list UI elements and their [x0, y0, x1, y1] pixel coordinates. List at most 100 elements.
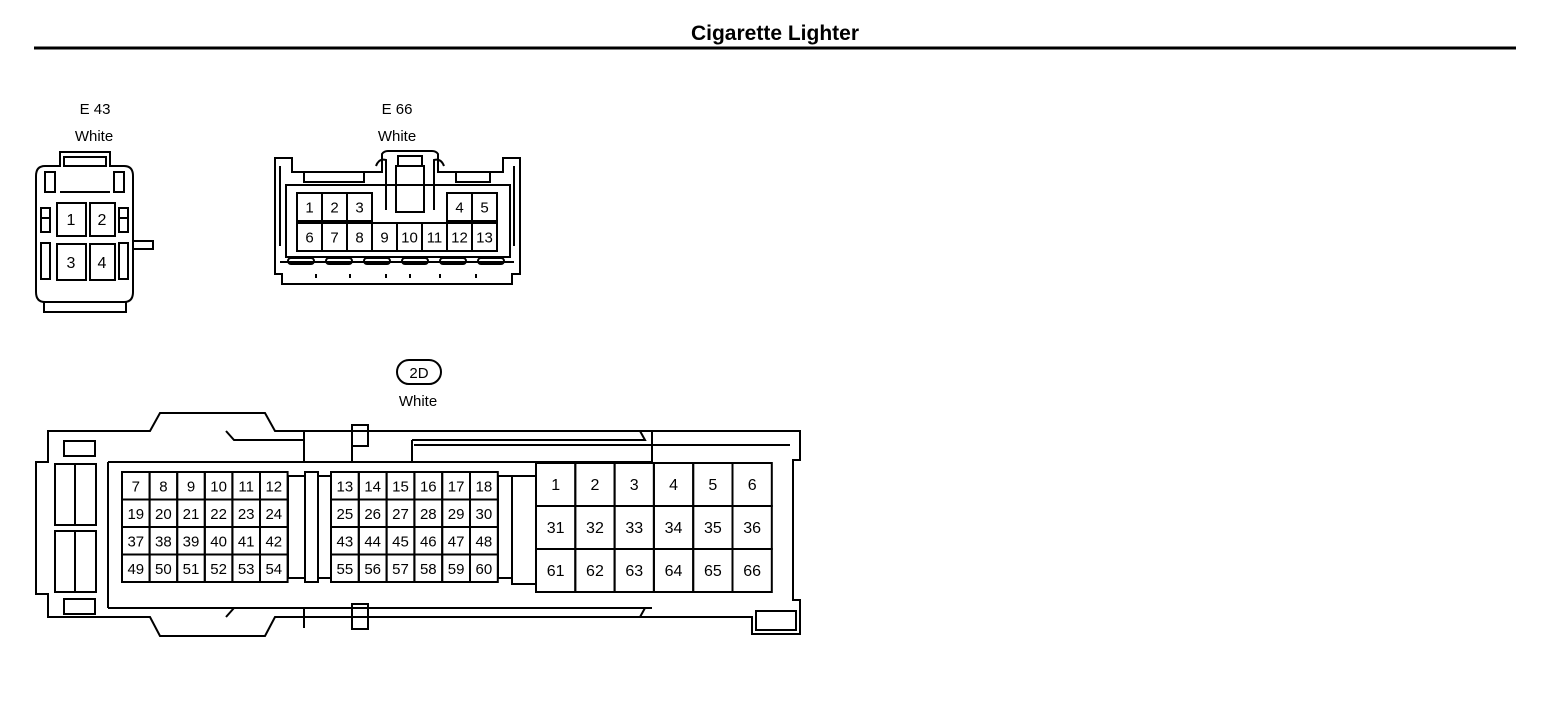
pin-label: 12 [265, 478, 282, 495]
pin-cell [471, 222, 498, 252]
pin-cell [259, 553, 289, 583]
pin-label: 35 [704, 520, 722, 537]
pin-label: 33 [625, 520, 643, 537]
pin-label: 13 [476, 230, 493, 247]
pin-label: 53 [238, 561, 255, 578]
pin-label: 4 [455, 200, 463, 217]
pin-label: 24 [265, 506, 282, 523]
connector-e43-housing [35, 151, 154, 313]
pin-label: 8 [355, 230, 363, 247]
pin-label: 32 [586, 520, 604, 537]
pin-label: 9 [187, 478, 195, 495]
pin-label: 4 [98, 255, 107, 272]
pin-label: 30 [476, 506, 493, 523]
pin-label: 6 [748, 477, 757, 494]
pin-label: 60 [476, 561, 493, 578]
pin-label: 40 [210, 533, 227, 550]
pin-label: 6 [305, 230, 313, 247]
pin-label: 42 [265, 533, 282, 550]
pin-label: 55 [337, 561, 354, 578]
pin-label: 51 [183, 561, 200, 578]
pin-label: 1 [67, 212, 76, 229]
pin-label: 10 [401, 230, 418, 247]
pin-label: 16 [420, 478, 437, 495]
connector-e43: E 43 White 1 2 3 4 [35, 101, 154, 313]
pin-label: 3 [67, 255, 76, 272]
pin-label: 61 [547, 563, 565, 580]
connector-2d-id: 2D [409, 365, 428, 382]
pin-label: 4 [669, 477, 678, 494]
pin-label: 11 [427, 230, 443, 247]
pin-label: 29 [448, 506, 465, 523]
e43-pin-cell [56, 202, 87, 237]
pin-label: 14 [364, 478, 381, 495]
pin-cell [346, 192, 373, 222]
connector-e66-color: White [378, 128, 416, 145]
pin-label: 57 [392, 561, 409, 578]
pin-label: 38 [155, 533, 172, 550]
pin-label: 39 [183, 533, 200, 550]
pin-label: 10 [210, 478, 227, 495]
pin-label: 56 [364, 561, 381, 578]
pin-label: 22 [210, 506, 227, 523]
pin-label: 18 [476, 478, 493, 495]
pin-label: 19 [127, 506, 144, 523]
connector-e66-housing [274, 150, 521, 285]
pin-label: 48 [476, 533, 493, 550]
pin-label: 54 [265, 561, 282, 578]
pin-label: 2 [98, 212, 107, 229]
pin-cell [469, 553, 499, 583]
pin-cell [731, 548, 773, 593]
pin-label: 5 [480, 200, 488, 217]
e43-pin-cell [56, 243, 87, 281]
connector-2d-housing [35, 412, 801, 637]
pin-label: 11 [238, 478, 254, 495]
pin-label: 7 [330, 230, 338, 247]
pin-label: 2 [590, 477, 599, 494]
pin-label: 44 [364, 533, 381, 550]
pin-label: 1 [551, 477, 560, 494]
pin-label: 27 [392, 506, 409, 523]
pin-label: 8 [159, 478, 167, 495]
pin-label: 13 [337, 478, 354, 495]
pin-label: 41 [238, 533, 255, 550]
pin-label: 50 [155, 561, 172, 578]
pin-label: 59 [448, 561, 465, 578]
pin-label: 58 [420, 561, 437, 578]
pin-label: 31 [547, 520, 565, 537]
pin-label: 5 [708, 477, 717, 494]
pin-label: 3 [355, 200, 363, 217]
pin-label: 17 [448, 478, 465, 495]
pin-label: 63 [625, 563, 643, 580]
pin-label: 36 [743, 520, 761, 537]
e43-pin-cell [89, 202, 116, 237]
pin-label: 12 [451, 230, 468, 247]
pin-label: 15 [392, 478, 409, 495]
pin-label: 49 [127, 561, 144, 578]
pin-label: 25 [337, 506, 354, 523]
page-title: Cigarette Lighter [691, 22, 859, 45]
pin-label: 28 [420, 506, 437, 523]
pin-label: 7 [132, 478, 140, 495]
pin-label: 34 [665, 520, 683, 537]
pin-label: 21 [183, 506, 200, 523]
pin-label: 65 [704, 563, 722, 580]
pin-label: 1 [305, 200, 313, 217]
connector-e43-id: E 43 [80, 101, 111, 118]
connector-2d: 2D White [35, 359, 801, 637]
pin-label: 3 [630, 477, 639, 494]
pin-label: 26 [364, 506, 381, 523]
pin-label: 9 [380, 230, 388, 247]
pin-label: 64 [665, 563, 683, 580]
connector-2d-color: White [399, 393, 437, 410]
pin-label: 45 [392, 533, 409, 550]
connector-e43-color: White [75, 128, 113, 145]
pin-label: 37 [127, 533, 144, 550]
